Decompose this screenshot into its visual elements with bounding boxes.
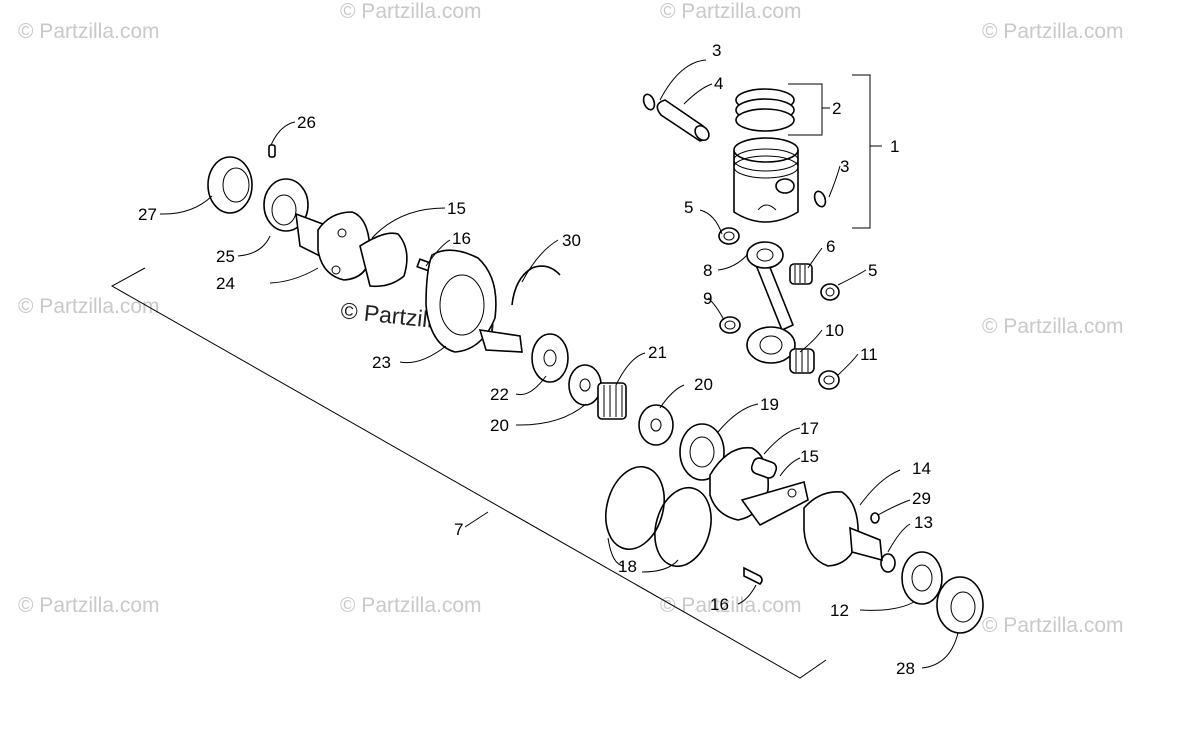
- callout-29: 29: [912, 489, 931, 508]
- callout-21: 21: [648, 343, 667, 362]
- connecting-rod: [718, 227, 840, 390]
- callout-3: 3: [840, 157, 849, 176]
- watermark: © Partzilla.com: [18, 295, 160, 318]
- callout-17: 17: [800, 419, 819, 438]
- callout-30: 30: [562, 231, 581, 250]
- callout-12: 12: [830, 601, 849, 620]
- callout-9: 9: [703, 289, 712, 308]
- assembly-bracket: [110, 267, 827, 679]
- callout-8: 8: [703, 261, 712, 280]
- callout-23: 23: [372, 353, 391, 372]
- watermark: © Partzilla.com: [982, 614, 1124, 637]
- callout-2: 2: [832, 99, 841, 118]
- watermark: © Partzilla.com: [660, 0, 802, 23]
- snap-ring-30: [511, 265, 561, 306]
- callout-22: 22: [490, 385, 509, 404]
- piston-assembly: [642, 88, 827, 223]
- callout-1: 1: [890, 137, 899, 156]
- callouts: 1 2 3 3 4 5 5 6 7 8 9 10 11 12 13 14 15 …: [138, 41, 933, 678]
- callout-28: 28: [896, 659, 915, 678]
- right-crankshaft-half: [709, 446, 984, 634]
- watermark: © Partzilla.com: [982, 20, 1124, 43]
- callout-16: 16: [710, 595, 729, 614]
- callout-25: 25: [216, 247, 235, 266]
- left-crankshaft-half: [207, 144, 523, 353]
- callout-5: 5: [684, 198, 693, 217]
- callout-10: 10: [825, 321, 844, 340]
- callout-20: 20: [490, 416, 509, 435]
- callout-4: 4: [714, 74, 723, 93]
- retaining-rings-18: [605, 465, 712, 568]
- leader-lines: [159, 59, 959, 669]
- callout-6: 6: [826, 237, 835, 256]
- callout-27: 27: [138, 205, 157, 224]
- callout-13: 13: [914, 513, 933, 532]
- callout-5: 5: [868, 261, 877, 280]
- callout-24: 24: [216, 274, 235, 293]
- callout-20: 20: [694, 375, 713, 394]
- piston-bracket: [788, 74, 882, 229]
- watermark: © Partzilla.com: [340, 0, 482, 23]
- callout-26: 26: [297, 113, 316, 132]
- callout-11: 11: [860, 345, 878, 364]
- callout-15: 15: [447, 199, 466, 218]
- callout-15: 15: [800, 447, 819, 466]
- watermarks: © Partzilla.com © Partzilla.com © Partzi…: [18, 0, 1124, 637]
- callout-19: 19: [760, 395, 779, 414]
- callout-3: 3: [712, 41, 721, 60]
- center-shaft-parts: [531, 333, 725, 481]
- callout-16: 16: [452, 229, 471, 248]
- watermark: © Partzilla.com: [982, 315, 1124, 338]
- callout-14: 14: [912, 459, 931, 478]
- callout-7: 7: [454, 520, 463, 539]
- watermark: © Partzilla.com: [18, 20, 160, 43]
- watermark: © Partzilla.com: [660, 594, 802, 617]
- watermark: © Partzilla.com: [340, 594, 482, 617]
- watermark: © Partzilla.com: [18, 594, 160, 617]
- callout-18: 18: [618, 557, 637, 576]
